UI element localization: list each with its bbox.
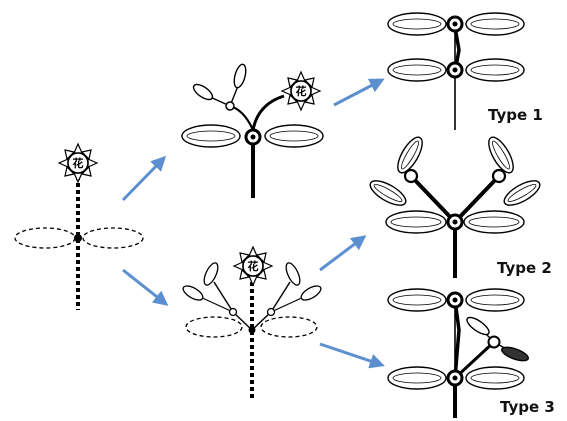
arrows [123, 80, 382, 365]
type2-plant [367, 134, 544, 278]
middle-bottom-plant: 花 [181, 247, 323, 400]
type3-label: Type 3 [500, 398, 555, 416]
flower-glyph: 花 [296, 84, 307, 98]
flower-glyph: 花 [73, 156, 84, 170]
type2-label: Type 2 [497, 259, 552, 277]
initial-plant: 花 [15, 144, 143, 310]
type1-label: Type 1 [488, 106, 543, 124]
flower-glyph: 花 [248, 259, 259, 273]
middle-top-plant: 花 [182, 63, 323, 198]
